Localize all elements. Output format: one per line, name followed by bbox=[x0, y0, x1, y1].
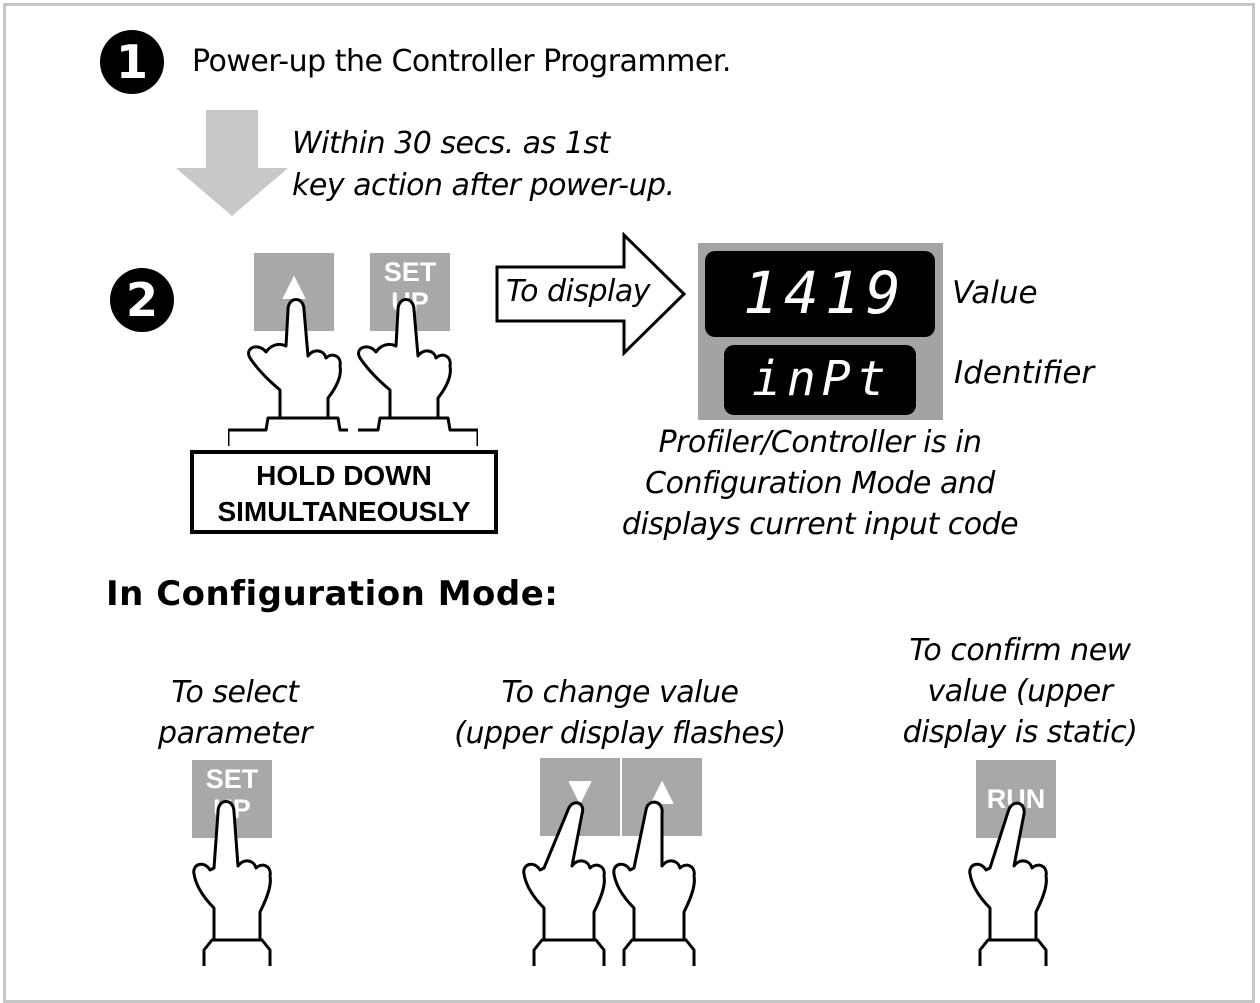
hand-pressing-run-icon bbox=[968, 801, 1048, 966]
setup-key[interactable]: SET UP bbox=[370, 253, 450, 331]
change-instruction: To change value (upper display flashes) bbox=[430, 672, 810, 754]
lower-display-value: inPt bbox=[752, 351, 892, 407]
up-key-config[interactable]: ▲ bbox=[622, 758, 702, 836]
lower-display: inPt bbox=[724, 345, 916, 415]
value-label: Value bbox=[952, 275, 1038, 311]
select-line-1: To select bbox=[171, 675, 299, 710]
select-line-2: parameter bbox=[158, 716, 312, 751]
step-1-badge: 1 bbox=[100, 30, 164, 94]
controller-display-panel: 1419 inPt bbox=[698, 243, 943, 420]
timing-note-line-2: key action after power-up. bbox=[292, 168, 675, 203]
two-hands-pressing-arrows-icon bbox=[522, 800, 696, 966]
change-line-1: To change value bbox=[501, 675, 739, 710]
right-arrow-icon bbox=[495, 232, 687, 357]
upper-display-value: 1419 bbox=[743, 259, 907, 327]
select-instruction: To select parameter bbox=[110, 672, 360, 754]
two-hands-pressing-icon bbox=[228, 298, 478, 446]
setup-key-line-1: SET bbox=[383, 257, 437, 287]
upper-display: 1419 bbox=[705, 251, 935, 337]
hold-line-1: HOLD DOWN bbox=[256, 460, 432, 491]
setup-key-config-line-1: SET bbox=[205, 764, 259, 794]
hold-line-2: SIMULTANEOUSLY bbox=[217, 496, 471, 527]
confirm-line-3: display is static) bbox=[902, 715, 1138, 750]
status-line-3: displays current input code bbox=[621, 507, 1019, 542]
status-description: Profiler/Controller is in Configuration … bbox=[600, 422, 1040, 545]
confirm-instruction: To confirm new value (upper display is s… bbox=[880, 630, 1160, 753]
change-line-2: (upper display flashes) bbox=[454, 716, 786, 751]
step-1-text: Power-up the Controller Programmer. bbox=[192, 44, 731, 79]
status-line-2: Configuration Mode and bbox=[645, 466, 995, 501]
identifier-label: Identifier bbox=[954, 355, 1095, 391]
timing-note-line-1: Within 30 secs. as 1st bbox=[292, 126, 610, 161]
hold-down-box: HOLD DOWN SIMULTANEOUSLY bbox=[190, 450, 498, 534]
step-2-badge: 2 bbox=[110, 268, 174, 332]
confirm-line-1: To confirm new bbox=[909, 633, 1131, 668]
confirm-line-2: value (upper bbox=[927, 674, 1113, 709]
config-mode-title: In Configuration Mode: bbox=[106, 574, 559, 614]
to-display-label: To display bbox=[506, 274, 651, 309]
down-arrow-icon bbox=[176, 110, 288, 216]
status-line-1: Profiler/Controller is in bbox=[658, 425, 982, 460]
hand-pressing-setup-icon bbox=[192, 800, 272, 966]
